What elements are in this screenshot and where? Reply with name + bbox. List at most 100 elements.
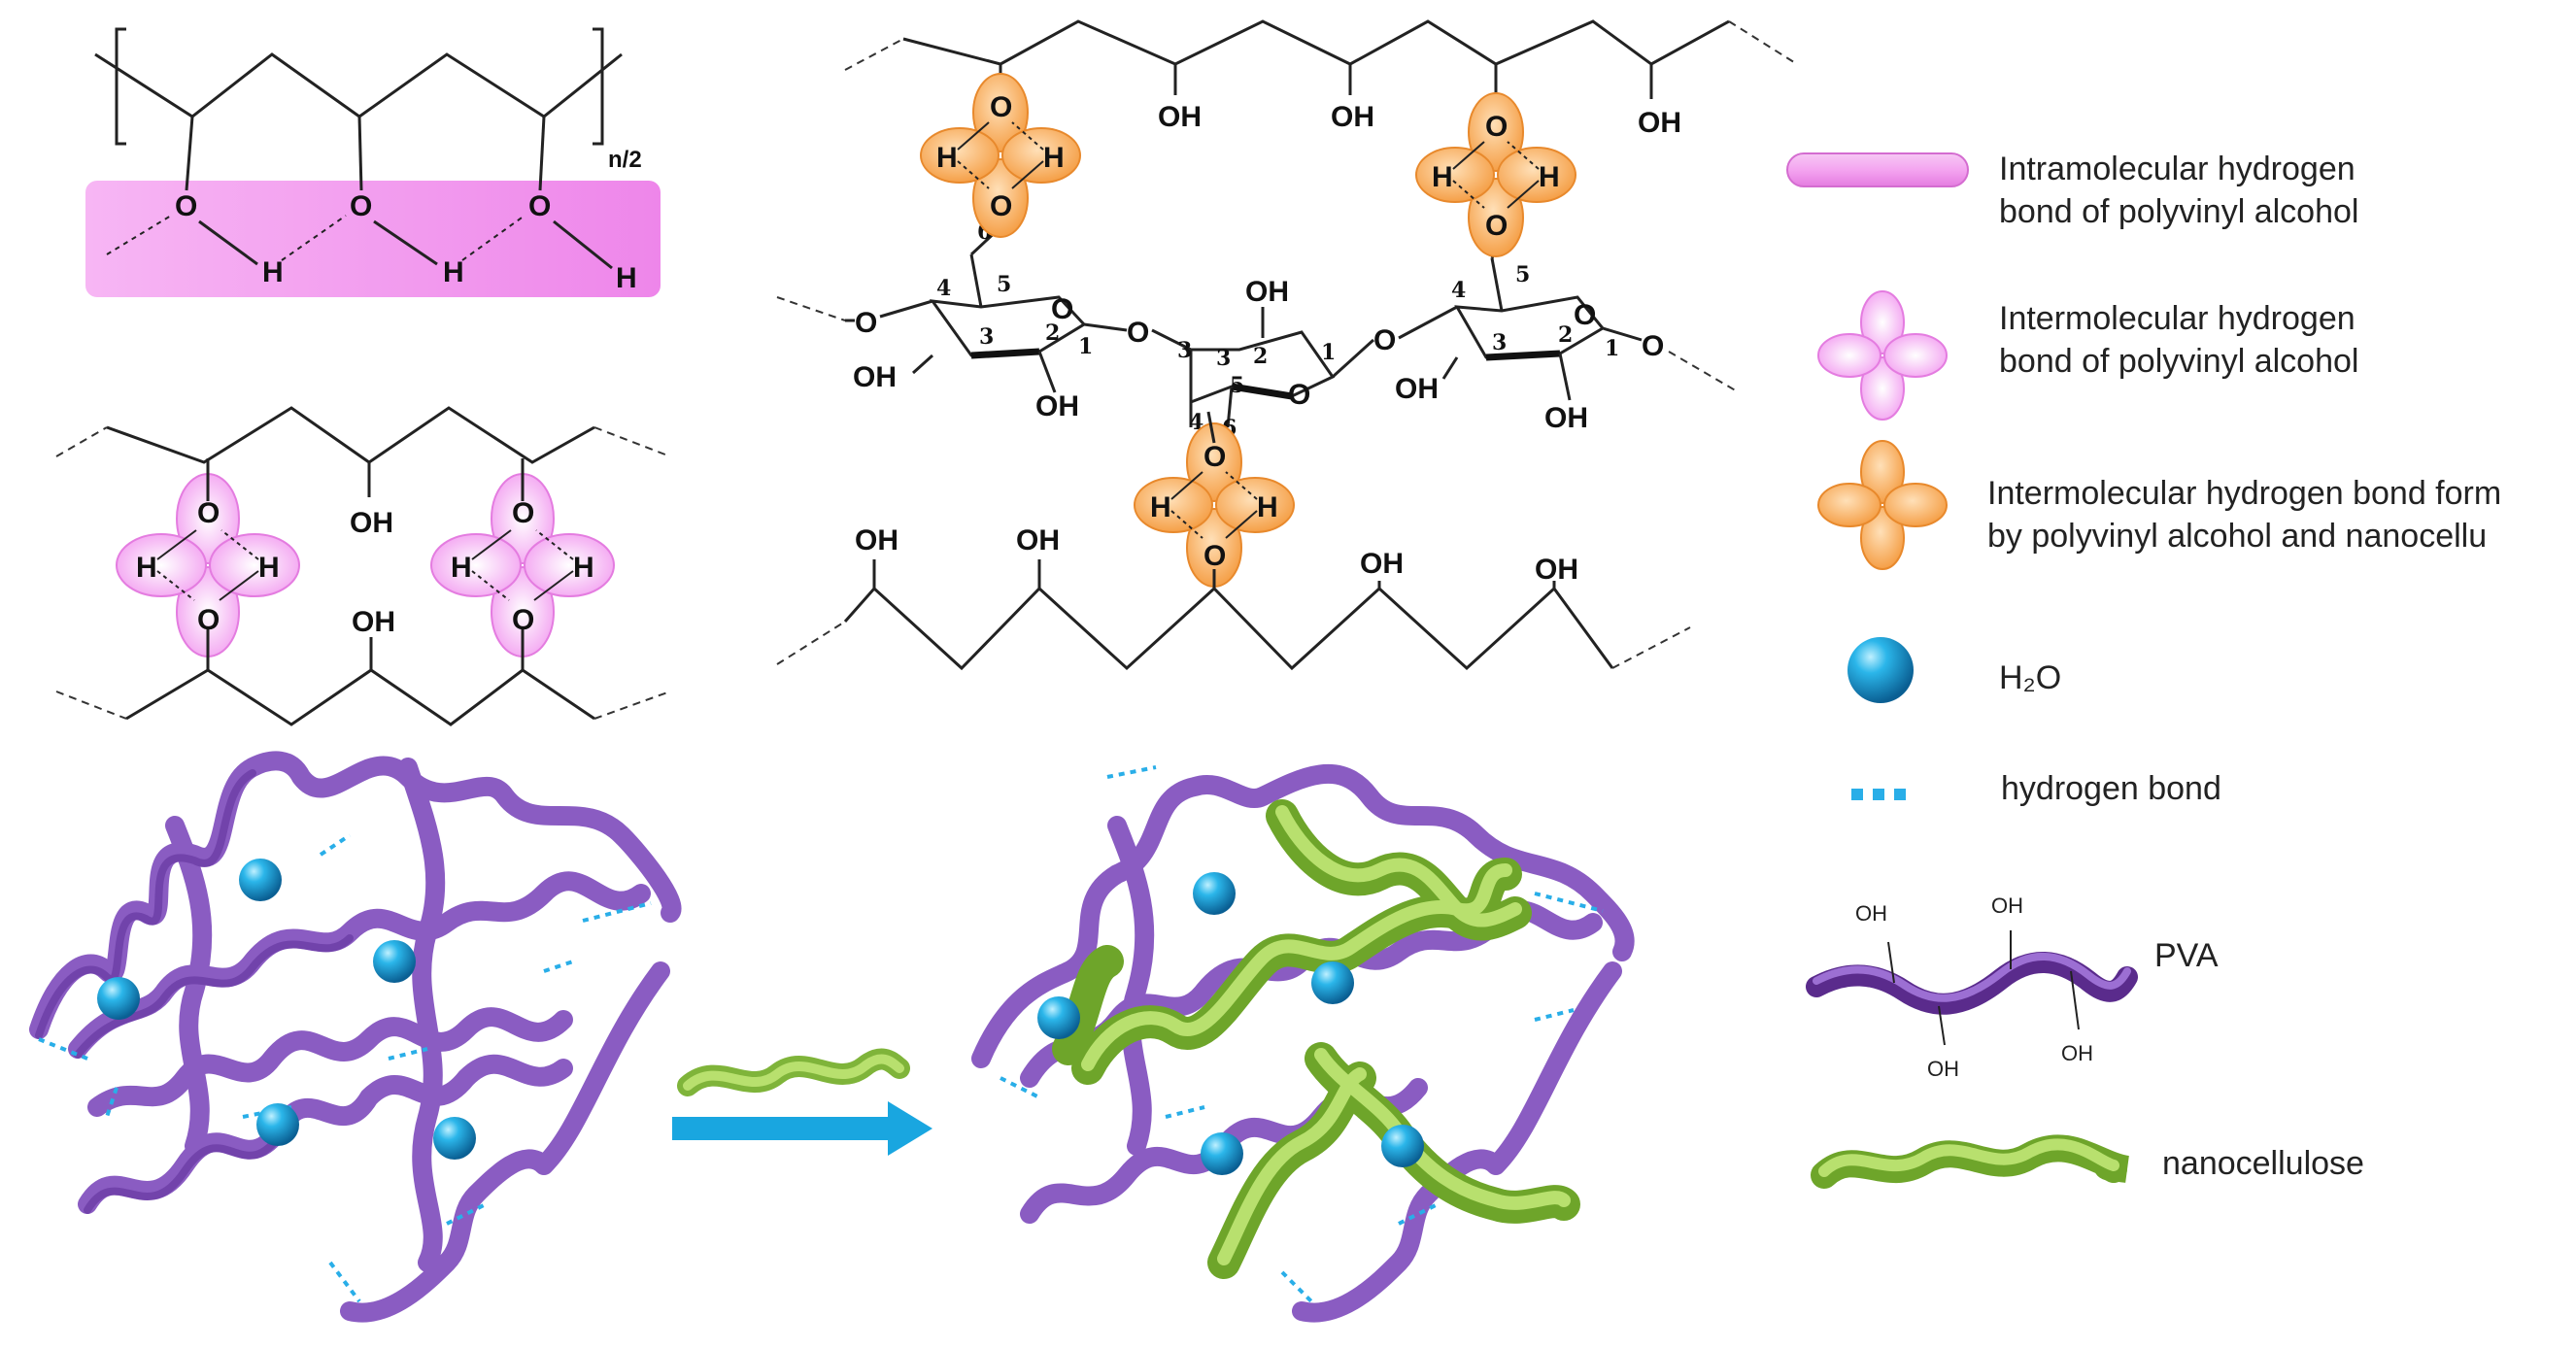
atom-oh: OH [853,361,897,393]
orange-clover-bond: O O H H [920,73,1081,238]
atom-h: H [262,256,284,288]
addition-arrow [672,1048,932,1156]
ring-number: 2 [1253,344,1268,369]
atom-oh: OH [1638,107,1681,139]
ring-number: 3 [1216,346,1231,371]
legend-line: H₂O [1999,659,2062,696]
ring-number: 3 [979,324,994,350]
atom-oh: OH [1245,276,1289,308]
atom-o: O [1574,299,1596,331]
legend-line: bond of polyvinyl alcohol [1999,193,2359,230]
legend-line: by polyvinyl alcohol and nanocellu [1987,518,2488,555]
pva-chain-icon: OH OH OH OH [1806,893,2138,1081]
atom-oh: OH [1016,524,1060,556]
legend-line: Intramolecular hydrogen [1999,151,2356,187]
ring-number: 1 [1605,336,1619,361]
atom-oh: OH [1035,390,1079,422]
atom-oh: OH [352,606,395,638]
atom-h: H [1150,491,1171,523]
atom-o: O [528,190,551,222]
atom-o: O [512,604,534,636]
water-sphere-icon [1847,637,1914,703]
water-molecule [433,1117,476,1160]
atom-o: O [855,307,877,339]
atom-h: H [1043,142,1065,174]
atom-oh: OH [1544,402,1588,434]
ring-number: 5 [997,272,1011,297]
pva-nanocellulose-structure: OH OH OH O O OH OH 4 3 5 2 1 6 O O OH [776,19,1798,671]
legend-icons: OH OH OH OH [1786,152,2138,1189]
atom-oh: OH [1395,373,1439,405]
pva-network [29,751,682,1323]
atom-h: H [258,552,280,584]
nanocellulose-strand-icon [1811,1134,2130,1189]
atom-o: O [990,190,1012,222]
legend-intramolecular: Intramolecular hydrogen bond of polyviny… [1999,148,2358,233]
legend-nanocellulose: nanocellulose [2162,1142,2364,1185]
ring-number: 2 [1558,322,1573,348]
pva-oh-label: OH [1855,901,1887,926]
pva-repeat-unit: n/2 O O O H H H [85,27,661,297]
water-molecule [1037,996,1080,1039]
ring-number: 4 [1451,278,1466,303]
ring-number: 2 [1045,320,1060,346]
atom-o: O [197,604,220,636]
atom-oh: OH [1535,554,1578,586]
ring-number: 1 [1321,340,1336,365]
atom-o: O [1288,379,1310,411]
atom-o: O [1373,324,1396,356]
atom-h: H [936,142,958,174]
legend-line: bond of polyvinyl alcohol [1999,343,2359,380]
atom-h: H [443,256,464,288]
ring-number: 3 [1492,330,1507,355]
pva-nanocellulose-network [971,763,1635,1323]
ring-number: 4 [936,276,951,301]
pva-oh-label: OH [2061,1041,2093,1065]
legend-water: H₂O [1999,657,2061,699]
atom-oh: OH [855,524,898,556]
atom-oh: OH [1158,101,1202,133]
atom-o: O [1485,111,1508,143]
water-molecule [1201,1132,1243,1175]
pva-oh-label: OH [1991,893,2023,918]
atom-h: H [573,552,594,584]
legend-line: PVA [2154,937,2219,974]
dotted-line-icon [1851,789,1906,800]
orange-clover-bond: O O H H [1134,411,1295,589]
legend-line: nanocellulose [2162,1145,2364,1182]
water-molecule [373,940,416,983]
pink-capsule-icon [1786,152,1969,187]
atom-h: H [616,262,637,294]
atom-h: H [1539,161,1560,193]
atom-o: O [197,497,220,529]
atom-o: O [1127,317,1149,349]
water-molecule [256,1103,299,1146]
legend-line: Intermolecular hydrogen bond form [1987,475,2502,512]
pink-clover-bond: O O H H [116,458,300,670]
atom-oh: OH [350,507,393,539]
repeat-subscript: n/2 [608,147,642,173]
atom-h: H [136,552,157,584]
atom-o: O [175,190,197,222]
atom-o: O [350,190,372,222]
legend-pva: PVA [2154,934,2219,977]
pink-clover-bond: O O H H [430,458,615,670]
ring-number: 1 [1078,334,1093,359]
atom-h: H [1257,491,1278,523]
legend-line: Intermolecular hydrogen [1999,300,2356,337]
atom-o: O [1203,441,1226,473]
legend-intermolecular: Intermolecular hydrogen bond of polyviny… [1999,297,2358,383]
water-molecule [97,977,140,1020]
pva-intermolecular-chains: OH OH O O H H [55,406,671,726]
water-molecule [239,859,282,901]
atom-oh: OH [1331,101,1374,133]
water-molecule [1381,1125,1424,1167]
atom-h: H [451,552,472,584]
atom-h: H [1432,161,1453,193]
legend-line: hydrogen bond [2001,770,2221,807]
atom-o: O [512,497,534,529]
water-molecule [1311,961,1354,1004]
atom-o: O [1203,540,1226,572]
ring-number: 5 [1515,262,1530,287]
